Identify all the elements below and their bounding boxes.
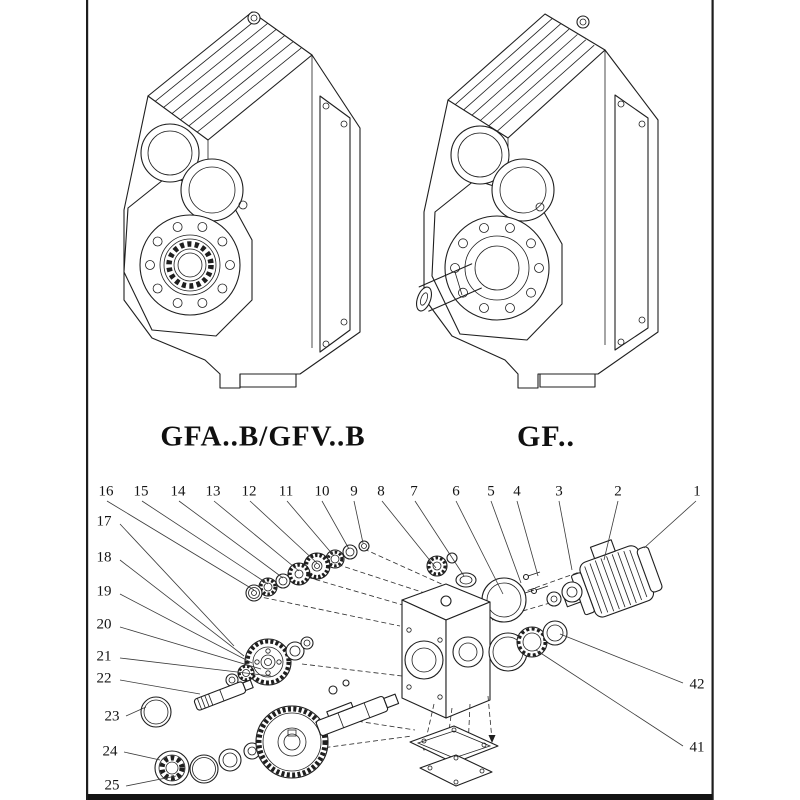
callout-14: 14 <box>170 483 186 500</box>
callout-13: 13 <box>205 483 221 500</box>
exploded-gasket-cover <box>409 695 499 787</box>
exploded-coupling-parts <box>426 552 583 623</box>
exploded-output-cluster <box>154 679 400 786</box>
leader-lines <box>106 500 697 787</box>
callout-1: 1 <box>693 483 701 500</box>
callout-5: 5 <box>487 483 495 500</box>
callout-3: 3 <box>555 483 563 500</box>
exploded-pinion-shaft <box>193 679 254 711</box>
model-label-left: GFA..B/GFV..B <box>160 420 366 453</box>
callout-7: 7 <box>410 483 418 500</box>
callout-21: 21 <box>96 648 112 665</box>
callout-2: 2 <box>614 483 622 500</box>
callout-11: 11 <box>278 483 294 500</box>
gearbox-drawing-left <box>123 11 361 389</box>
callout-15: 15 <box>133 483 149 500</box>
callout-18: 18 <box>96 549 112 566</box>
callout-6: 6 <box>452 483 460 500</box>
callout-22: 22 <box>96 670 112 687</box>
callout-19: 19 <box>96 583 112 600</box>
callout-12: 12 <box>241 483 257 500</box>
exploded-mid-cluster <box>225 636 314 687</box>
callout-17: 17 <box>96 513 112 530</box>
callout-16: 16 <box>98 483 114 500</box>
exploded-housing <box>401 583 491 719</box>
callout-4: 4 <box>513 483 521 500</box>
exploded-seal-ring <box>140 696 172 728</box>
callout-9: 9 <box>350 483 358 500</box>
model-label-right: GF.. <box>517 420 575 453</box>
callout-42: 42 <box>689 676 705 693</box>
callout-20: 20 <box>96 616 112 633</box>
exploded-motor <box>562 539 663 618</box>
gearbox-drawing-right <box>415 13 659 389</box>
exploded-right-bearings <box>488 620 568 672</box>
callout-25: 25 <box>104 777 120 794</box>
callout-24: 24 <box>102 743 118 760</box>
exploded-view <box>140 539 663 787</box>
callout-41: 41 <box>689 739 705 756</box>
page-edge-lines <box>86 0 714 800</box>
callout-23: 23 <box>104 708 120 725</box>
callout-8: 8 <box>377 483 385 500</box>
callout-10: 10 <box>314 483 330 500</box>
exploded-input-cluster <box>245 540 370 602</box>
